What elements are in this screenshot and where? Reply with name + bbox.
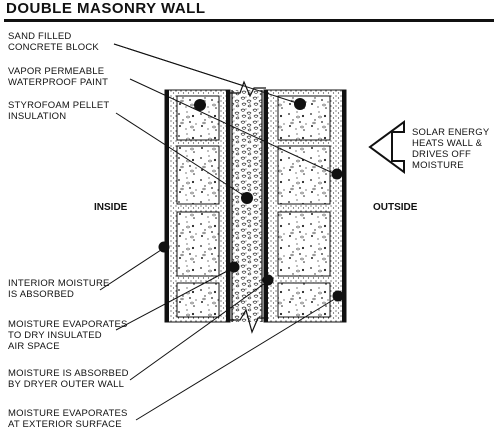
- dot-exterior-surface: [332, 290, 344, 302]
- styrofoam-cavity: [231, 90, 263, 322]
- label-line: VAPOR PERMEABLE: [8, 66, 105, 77]
- label-line: AT EXTERIOR SURFACE: [8, 419, 122, 430]
- page-title: DOUBLE MASONRY WALL: [6, 0, 206, 17]
- callout-dots: [158, 98, 344, 302]
- dot-sand-outer: [294, 98, 306, 110]
- solar-arrow-icon: [368, 120, 405, 174]
- dot-sand-inner: [194, 99, 206, 111]
- label-line: CONCRETE BLOCK: [8, 42, 99, 53]
- inner-masonry-wall: [164, 89, 231, 323]
- label-line: DRIVES OFF: [412, 149, 472, 160]
- label-vapor-paint: VAPOR PERMEABLE WATERPROOF PAINT: [8, 66, 108, 88]
- label-moisture-absorbed-outer: MOISTURE IS ABSORBED BY DRYER OUTER WALL: [8, 368, 129, 390]
- label-moisture-evaporates-air: MOISTURE EVAPORATES TO DRY INSULATED AIR…: [8, 319, 128, 352]
- label-line: SOLAR ENERGY: [412, 127, 490, 138]
- label-line: WATERPROOF PAINT: [8, 77, 109, 88]
- label-line: MOISTURE EVAPORATES: [8, 319, 128, 330]
- label-line: TO DRY INSULATED: [8, 330, 102, 341]
- label-line: HEATS WALL &: [412, 138, 483, 149]
- label-line: INSULATION: [8, 111, 67, 122]
- label-styrofoam: STYROFOAM PELLET INSULATION: [8, 100, 109, 122]
- leader-lines: [99, 43, 339, 421]
- dot-interior-moisture: [158, 241, 170, 253]
- label-line: BY DRYER OUTER WALL: [8, 379, 125, 390]
- label-interior-moisture: INTERIOR MOISTURE IS ABSORBED: [8, 278, 110, 300]
- label-inside: INSIDE: [94, 202, 128, 213]
- label-line: IS ABSORBED: [8, 289, 75, 300]
- label-line: MOISTURE IS ABSORBED: [8, 368, 129, 379]
- label-line: STYROFOAM PELLET: [8, 100, 110, 111]
- label-solar-energy: SOLAR ENERGY HEATS WALL & DRIVES OFF MOI…: [412, 127, 489, 171]
- label-sand-filled-block: SAND FILLED CONCRETE BLOCK: [8, 31, 99, 53]
- label-line: SAND FILLED: [8, 31, 72, 42]
- outer-masonry-wall: [263, 89, 347, 323]
- dot-absorbed-outer: [262, 274, 274, 286]
- label-line: MOISTURE: [412, 160, 464, 171]
- label-outside: OUTSIDE: [373, 202, 418, 213]
- label-moisture-evaporates-exterior: MOISTURE EVAPORATES AT EXTERIOR SURFACE: [8, 408, 128, 430]
- title-underline: [4, 19, 494, 22]
- dot-styrofoam: [241, 192, 253, 204]
- dot-vapor-paint: [331, 168, 343, 180]
- label-line: INTERIOR MOISTURE: [8, 278, 110, 289]
- label-line: AIR SPACE: [8, 341, 60, 352]
- break-lines: [228, 80, 266, 334]
- label-line: MOISTURE EVAPORATES: [8, 408, 128, 419]
- dot-evaporates-air: [228, 261, 240, 273]
